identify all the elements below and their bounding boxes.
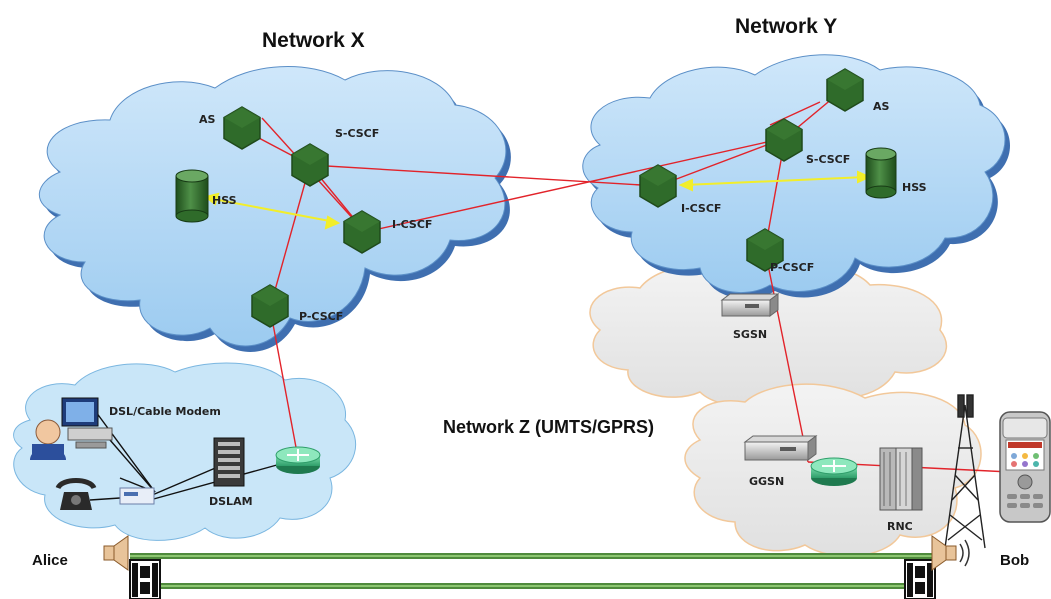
x-as-label: AS: [199, 113, 216, 126]
y-hss-label: HSS: [902, 181, 927, 194]
media-path: [130, 553, 935, 589]
hss-links: [203, 170, 872, 230]
x-hss-database-icon: [175, 169, 209, 223]
rnc-label: RNC: [887, 520, 913, 533]
alice-user-icon: [30, 419, 66, 460]
x-icscf-label: I-CSCF: [392, 218, 432, 231]
dslam-label: DSLAM: [209, 495, 253, 508]
link-y-pcscf-ggsn: [764, 249, 809, 463]
network-z-title: Network Z (UMTS/GPRS): [443, 417, 654, 437]
y-icscf-label: I-CSCF: [681, 202, 721, 215]
dslam-server-icon: [213, 437, 245, 487]
x-scscf-label: S-CSCF: [335, 127, 379, 140]
bob-phone-icon: [999, 411, 1051, 523]
network-y-title: Network Y: [735, 15, 837, 38]
x-pcscf-label: P-CSCF: [299, 310, 343, 323]
x-router-icon: [275, 446, 321, 474]
y-hss-database-icon: [865, 147, 897, 199]
link-x-scscf-pcscf: [269, 164, 311, 309]
link-y-scscf-icscf: [657, 137, 786, 187]
modem-device-icon: [119, 487, 155, 505]
ggsn-device-icon: [743, 435, 818, 461]
pc-computer-icon: [61, 397, 113, 449]
rnc-rack-icon: [879, 447, 923, 511]
sgsn-label: SGSN: [733, 328, 767, 341]
alice-speaker-icon: [103, 535, 129, 571]
link-y-as-scscf-2: [769, 101, 821, 126]
bob-label: Bob: [1000, 552, 1029, 569]
modem-label: DSL/Cable Modem: [109, 405, 221, 418]
alice-label: Alice: [32, 552, 68, 569]
y-as-label: AS: [873, 100, 890, 113]
alice-access-cloud: [13, 362, 357, 541]
x-hss-label: HSS: [212, 194, 237, 207]
y-scscf-label: S-CSCF: [806, 153, 850, 166]
network-x-title: Network X: [262, 29, 365, 52]
alice-film-reel-icon: [129, 559, 161, 599]
sgsn-device-icon: [720, 293, 780, 317]
cell-tower-icon: [944, 394, 986, 549]
bob-speaker-icon: [931, 535, 970, 571]
bob-film-reel-icon: [904, 559, 936, 599]
telephone-icon: [55, 478, 97, 510]
y-pcscf-label: P-CSCF: [770, 261, 814, 274]
z-router-icon: [810, 457, 858, 486]
link-x-icscf-y-scscf: [364, 137, 786, 233]
link-x-pcscf-router: [269, 307, 299, 459]
ggsn-label: GGSN: [749, 475, 784, 488]
network-x-cloud: [38, 66, 511, 352]
link-x-scscf-y-icscf: [309, 164, 659, 187]
